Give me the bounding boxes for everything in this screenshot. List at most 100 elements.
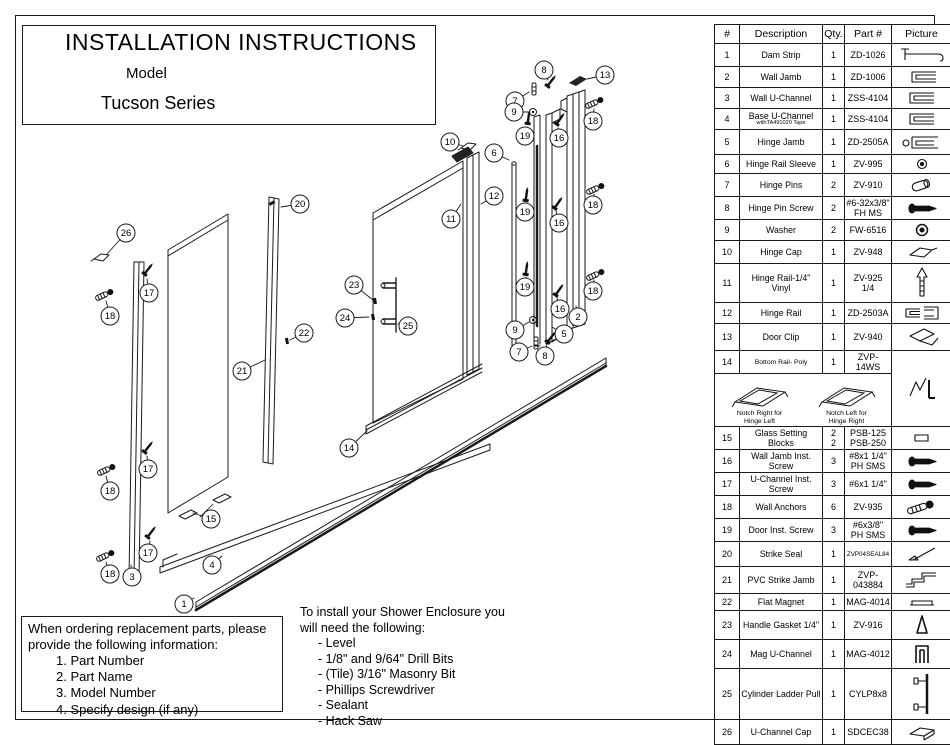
notch-right-label: Notch Right for Hinge Left — [727, 410, 793, 425]
hinge-pin-icon — [892, 174, 950, 197]
wall-jamb-icon — [892, 67, 950, 88]
part-qty-cell: 2 — [823, 220, 845, 241]
door-glass-panel — [373, 161, 463, 423]
part-number-cell: 10 — [715, 241, 740, 264]
ring-icon — [892, 155, 950, 174]
part-description-cell: Hinge Rail Sleeve — [740, 155, 823, 174]
strike-jamb-icon — [892, 567, 950, 594]
callout-7: 7 — [510, 343, 532, 361]
header-picture: Picture — [892, 25, 950, 44]
svg-text:1: 1 — [181, 599, 186, 610]
svg-text:16: 16 — [554, 218, 565, 229]
svg-text:11: 11 — [446, 214, 456, 225]
part-number-cell: 22 — [715, 594, 740, 611]
part-qty-cell: 1 — [823, 324, 845, 351]
part-qty-cell: 1 — [823, 241, 845, 264]
callout-16: 16 — [551, 298, 569, 318]
part-description-cell: U-Channel Inst. Screw — [740, 473, 823, 496]
part-description-cell: Hinge Rail-1/4" Vinyl — [740, 264, 823, 303]
mag-u-channel-icon — [892, 640, 950, 669]
strike-seal-icon — [892, 542, 950, 567]
part-description-cell: Door Clip — [740, 324, 823, 351]
header-qty: Qty. — [823, 25, 845, 44]
part-number-cell: 24 — [715, 640, 740, 669]
svg-text:16: 16 — [555, 304, 566, 315]
callout-21: 21 — [233, 360, 265, 380]
ordering-note-box: When ordering replacement parts, please … — [21, 616, 283, 712]
svg-text:24: 24 — [340, 313, 351, 324]
svg-text:7: 7 — [516, 347, 521, 358]
callout-14: 14 — [340, 431, 367, 457]
svg-text:21: 21 — [237, 366, 248, 377]
callout-17: 17 — [139, 456, 157, 478]
part-partnum-cell: MAG-4012 — [845, 640, 892, 669]
part-partnum-cell: ZV-925 1/4 — [845, 264, 892, 303]
svg-text:13: 13 — [600, 70, 611, 81]
part-partnum-cell: ZVP-14WS — [845, 351, 892, 374]
svg-text:14: 14 — [344, 443, 355, 454]
part-description-cell: Strike Seal — [740, 542, 823, 567]
u-cap-icon — [892, 720, 950, 745]
part-number-cell: 23 — [715, 611, 740, 640]
screw-glyph — [551, 195, 565, 211]
svg-text:17: 17 — [143, 548, 154, 559]
washer-glyph — [530, 109, 537, 116]
part-qty-cell: 1 — [823, 88, 845, 109]
part-partnum-cell: PSB-125 PSB-250 — [845, 427, 892, 450]
part-qty-cell: 2 — [823, 197, 845, 220]
part-partnum-cell: ZSS-4104 — [845, 88, 892, 109]
part-partnum-cell: #6x1 1/4" — [845, 473, 892, 496]
callout-19: 19 — [516, 277, 534, 296]
part-qty-cell: 1 — [823, 109, 845, 130]
flat-magnet-icon — [892, 594, 950, 611]
part-description-cell: U-Channel Cap — [740, 720, 823, 745]
ordering-items: 1. Part Number 2. Part Name 3. Model Num… — [56, 653, 276, 717]
part-qty-cell: 1 — [823, 567, 845, 594]
notch-left-label: Notch Left for Hinge Right — [814, 410, 880, 425]
svg-text:15: 15 — [206, 514, 217, 525]
anchor-glyph — [95, 288, 115, 301]
callout-16: 16 — [550, 128, 568, 147]
part-partnum-cell: SDCEC38 — [845, 720, 892, 745]
part-number-cell: 11 — [715, 264, 740, 303]
washer-glyph — [530, 317, 537, 324]
part-number-cell: 26 — [715, 720, 740, 745]
part-number-cell: 3 — [715, 88, 740, 109]
wall-jamb-part — [561, 90, 585, 330]
part-partnum-cell: ZV-948 — [845, 241, 892, 264]
notch-right-figure: Notch Right for Hinge Left — [727, 382, 793, 425]
wall-u-channel-part — [129, 262, 144, 578]
svg-text:8: 8 — [541, 65, 546, 76]
pin-glyph — [534, 337, 538, 349]
part-partnum-cell: MAG-4014 — [845, 594, 892, 611]
part-qty-cell: 1 — [823, 640, 845, 669]
callout-18: 18 — [584, 194, 602, 214]
part-partnum-cell: ZVP-043884 — [845, 567, 892, 594]
anchor-icon — [892, 496, 950, 519]
callout-4: 4 — [203, 556, 222, 574]
part-qty-cell: 3 — [823, 473, 845, 496]
svg-text:9: 9 — [511, 107, 516, 118]
part-partnum-cell: ZV-910 — [845, 174, 892, 197]
part-qty-cell: 1 — [823, 351, 845, 374]
part-qty-cell: 2 2 — [823, 427, 845, 450]
svg-text:25: 25 — [403, 321, 414, 332]
notch-info-cell: Notch Right for Hinge Left Notch Left for… — [715, 374, 892, 427]
part-description-cell: Flat Magnet — [740, 594, 823, 611]
svg-text:8: 8 — [542, 351, 547, 362]
part-description-cell: Washer — [740, 220, 823, 241]
part-number-cell: 2 — [715, 67, 740, 88]
part-partnum-cell: CYLP8x8 — [845, 669, 892, 720]
callout-17: 17 — [140, 279, 158, 302]
callout-6: 6 — [485, 144, 509, 162]
part-qty-cell: 1 — [823, 542, 845, 567]
